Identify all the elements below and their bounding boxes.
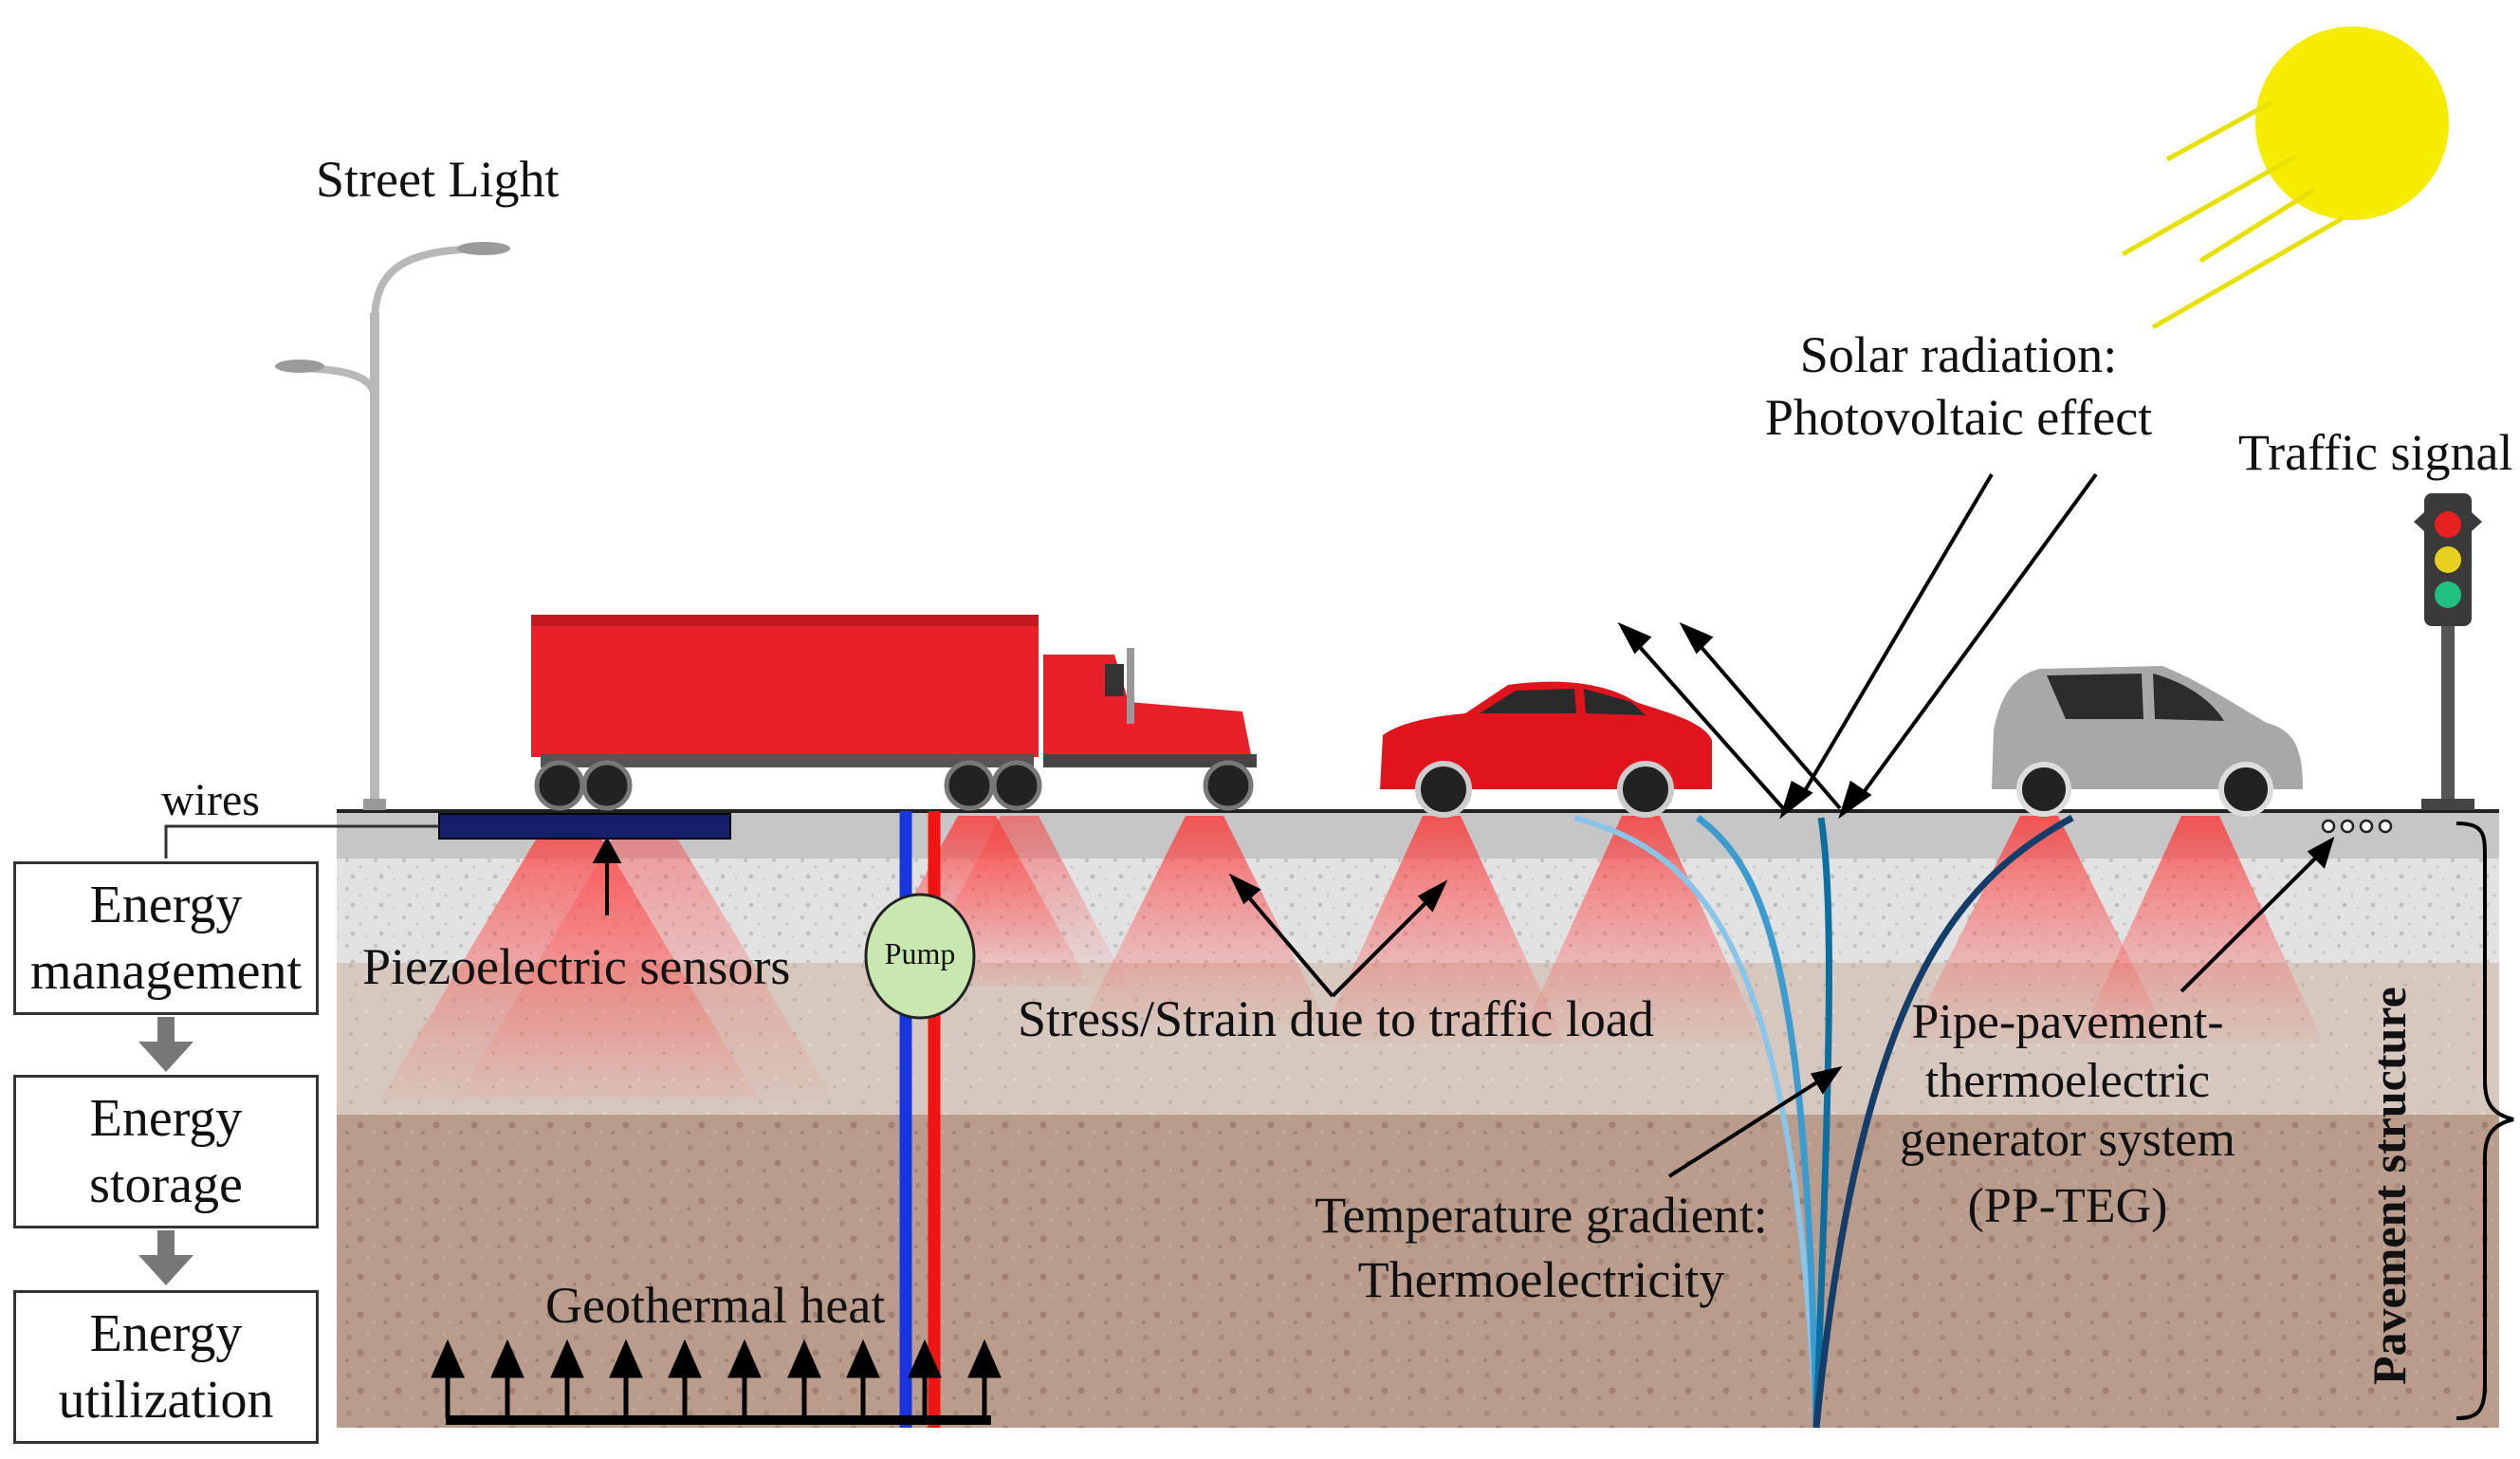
energy-storage-box: Energy storage [13, 1075, 319, 1228]
energy-management-line1: Energy [89, 876, 243, 934]
piezo-sensor-bar [438, 813, 731, 840]
stress-strain-label: Stress/Strain due to traffic load [1018, 990, 1654, 1047]
traffic-signal-icon [2414, 493, 2482, 810]
red-car-icon [1380, 681, 1712, 818]
flow-arrows [138, 1017, 193, 1285]
sun-icon [2121, 27, 2449, 330]
stress-cone [1518, 816, 1764, 1043]
pp-teg-line2: thermoelectric [1924, 1054, 2211, 1109]
pp-teg-line3: generator system [1900, 1113, 2235, 1168]
pump-label: Pump [884, 936, 956, 970]
pavement-brace [2456, 822, 2514, 1420]
energy-management-box: Energy management [13, 861, 319, 1015]
solar-arrows [1617, 472, 2098, 820]
stress-cone [1318, 816, 1565, 1043]
truck-icon [531, 615, 1257, 811]
energy-storage-line2: storage [89, 1155, 243, 1214]
solar-radiation-line1: Solar radiation: [1799, 326, 2118, 383]
temp-gradient-line2: Thermoelectricity [1357, 1251, 1725, 1309]
street-light-label: Street Light [316, 151, 560, 208]
stress-pointer-right [1331, 895, 1434, 998]
temperature-gradient-label: Temperature gradient: Thermoelectricity [1309, 1188, 1774, 1308]
pointer-arrows [592, 836, 2335, 1178]
traffic-signal-label: Traffic signal [2238, 424, 2513, 481]
temp-gradient-line1: Temperature gradient: [1315, 1187, 1768, 1244]
teg-module-dots [2321, 819, 2393, 834]
pp-teg-line1: Pipe-pavement- [1911, 995, 2224, 1049]
pp-teg-line4: (PP-TEG) [1967, 1179, 2168, 1234]
geothermal-arrows [431, 1339, 1002, 1425]
piezoelectric-label: Piezoelectric sensors [362, 938, 791, 995]
energy-management-line2: management [29, 942, 303, 1001]
solar-radiation-label: Solar radiation: Photovoltaic effect [1759, 327, 2158, 446]
energy-utilization-box: Energy utilization [13, 1290, 319, 1444]
pp-teg-pipes [1573, 814, 2074, 1429]
pp-teg-pointer [2180, 850, 2324, 993]
wires-label: wires [161, 775, 260, 825]
pavement-structure-label: Pavement structure [2363, 987, 2416, 1385]
stress-cone [1081, 816, 1328, 1025]
pp-teg-label: Pipe-pavement- thermoelectric generator … [1864, 995, 2272, 1234]
stress-pointer-left [1241, 888, 1334, 998]
stress-cone [455, 816, 835, 1100]
stress-cone [2077, 816, 2324, 1043]
energy-storage-line1: Energy [89, 1089, 243, 1148]
energy-utilization-line1: Energy [89, 1304, 243, 1363]
wires-line [164, 824, 439, 859]
energy-utilization-line2: utilization [58, 1371, 274, 1430]
solar-radiation-line2: Photovoltaic effect [1764, 389, 2153, 447]
pump-circle [864, 893, 976, 1020]
silver-car-icon [1992, 666, 2303, 817]
temp-pointer [1667, 1075, 1828, 1178]
street-light [275, 242, 510, 810]
geothermal-label: Geothermal heat [545, 1277, 886, 1334]
